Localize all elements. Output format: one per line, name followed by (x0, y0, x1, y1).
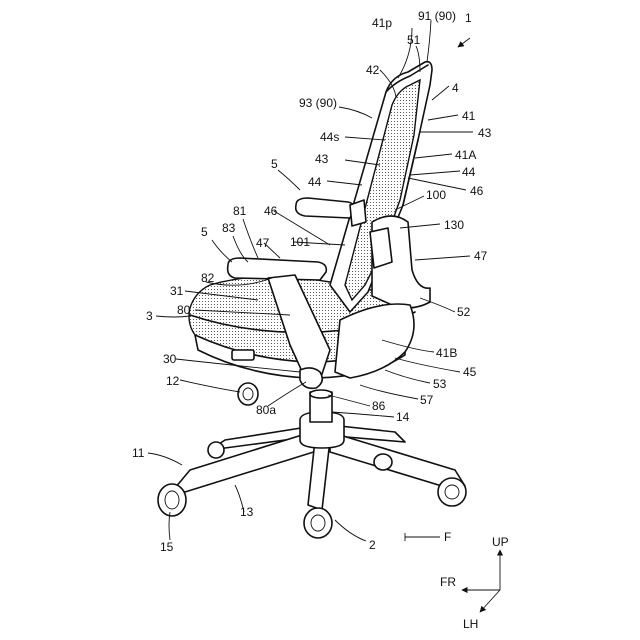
ref-3: 3 (146, 309, 153, 323)
ref-13: 13 (240, 505, 254, 519)
ref-12: 12 (166, 374, 180, 388)
ref-47: 47 (256, 236, 270, 250)
ref-52: 52 (457, 305, 471, 319)
ref-80a: 80a (256, 403, 276, 417)
axis-up-label: UP (492, 535, 509, 549)
ref-F: F (444, 530, 451, 544)
ref-46: 46 (264, 204, 278, 218)
ref-82: 82 (201, 271, 215, 285)
ref-5: 5 (201, 225, 208, 239)
direction-axes (462, 550, 500, 612)
ref-83: 83 (222, 221, 236, 235)
ref-47: 47 (474, 249, 488, 263)
ref-41A: 41A (455, 148, 476, 162)
ref-101: 101 (290, 235, 310, 249)
ref-86: 86 (372, 399, 386, 413)
ref-80: 80 (177, 303, 191, 317)
ref-100: 100 (426, 188, 446, 202)
axis-fr-label: FR (440, 575, 456, 589)
ref-30: 30 (163, 352, 177, 366)
ref-57: 57 (420, 393, 434, 407)
ref-53: 53 (433, 377, 447, 391)
ref-41: 41 (462, 109, 476, 123)
caster (208, 442, 224, 458)
ref-11: 11 (132, 446, 145, 460)
ref-130: 130 (444, 218, 464, 232)
ref-45: 45 (463, 365, 477, 379)
axis-lh-label: LH (463, 617, 478, 631)
ref-93: 93 (90) (299, 96, 337, 110)
ref-44: 44 (462, 165, 476, 179)
ref-43: 43 (315, 152, 329, 166)
caster (374, 454, 392, 470)
ref-31: 31 (170, 284, 184, 298)
ref-5: 5 (271, 157, 278, 171)
lh-arrow (480, 590, 500, 612)
ref-51: 51 (407, 33, 421, 47)
ref-81: 81 (233, 204, 247, 218)
caster (158, 484, 186, 516)
ref-91: 91 (90) (418, 9, 456, 23)
ref-43: 43 (478, 126, 492, 140)
ref-15: 15 (160, 540, 174, 554)
ref-4: 4 (452, 81, 459, 95)
ref-14: 14 (396, 410, 410, 424)
caster (304, 508, 332, 538)
ref-44s: 44s (320, 130, 339, 144)
ref-1: 1 (465, 11, 472, 25)
caster (438, 478, 466, 506)
ref-42: 42 (366, 63, 380, 77)
adjust-knob (238, 383, 258, 405)
ref-41p: 41p (372, 16, 392, 30)
ref-44: 44 (308, 175, 322, 189)
ref-2: 2 (369, 538, 376, 552)
ref-46: 46 (470, 184, 484, 198)
ref-41B: 41B (436, 346, 457, 360)
